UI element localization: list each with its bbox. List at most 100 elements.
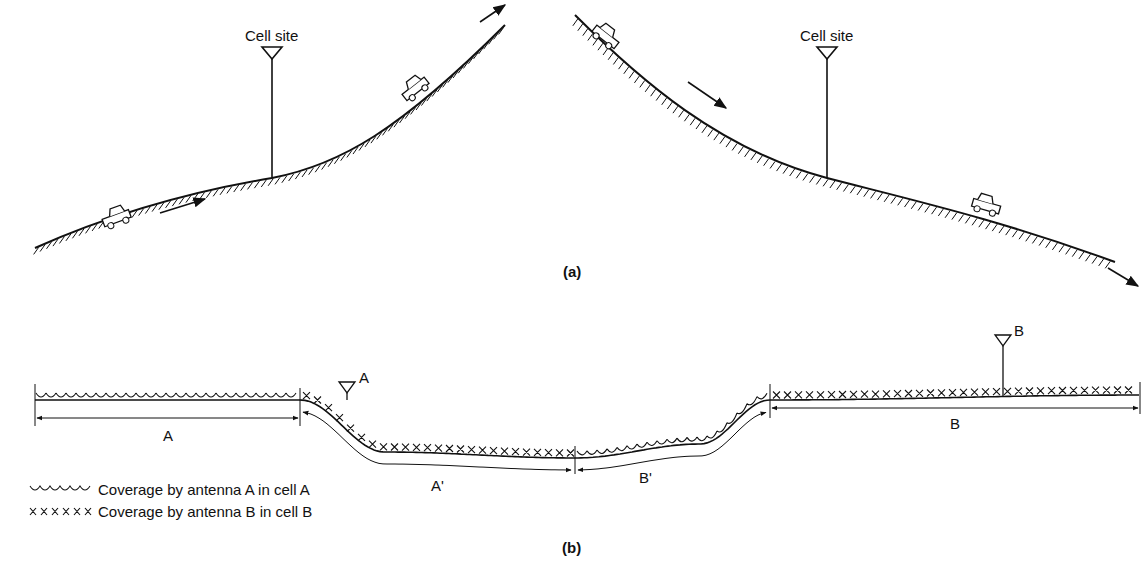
hatch-stroke	[421, 99, 426, 106]
hatch-stroke	[200, 192, 205, 199]
hatch-stroke	[282, 176, 287, 183]
hatch-stroke	[371, 136, 376, 143]
hatch-stroke	[918, 204, 923, 211]
hatch-stroke	[1072, 250, 1077, 257]
hatch-stroke	[432, 90, 437, 97]
hatch-stroke	[254, 181, 259, 188]
hatch-stroke	[745, 150, 750, 157]
hatch-stroke	[179, 197, 184, 204]
hatch-stroke	[453, 71, 458, 78]
hatch-stroke	[388, 124, 393, 131]
hatch-stroke	[334, 157, 339, 164]
hatch-stroke	[608, 53, 613, 60]
hatch-stroke	[186, 196, 191, 203]
hatch-stroke	[484, 42, 489, 49]
hatch-stroke	[1026, 234, 1031, 241]
hatch-stroke	[656, 94, 661, 101]
hatch-stroke	[790, 169, 795, 176]
hatch-stroke	[1052, 243, 1057, 250]
hatch-stroke	[328, 160, 333, 167]
figure-label: (b)	[562, 539, 581, 557]
hatch-stroke	[152, 205, 157, 212]
hatch-stroke	[816, 177, 821, 184]
hatch-stroke	[416, 103, 421, 110]
hatch-stroke	[322, 163, 327, 170]
hatch-stroke	[34, 247, 39, 254]
hatch-stroke	[494, 32, 499, 39]
hatch-stroke	[796, 171, 801, 178]
hatch-stroke	[891, 197, 896, 204]
hatch-stroke	[479, 47, 484, 54]
hatch-stroke	[289, 174, 294, 181]
hatch-stroke	[777, 164, 782, 171]
hatch-stroke	[92, 224, 97, 231]
hatch-stroke	[667, 102, 672, 109]
hatch-stroke	[850, 186, 855, 193]
hatch-stroke	[72, 231, 77, 238]
hatch-stroke	[1085, 254, 1090, 261]
hatch-stroke	[359, 144, 364, 151]
site-label: Cell site	[800, 27, 853, 45]
hatch-stroke	[986, 222, 991, 229]
hatch-stroke	[411, 107, 416, 114]
coverage-wave	[577, 393, 767, 455]
coverage-cross	[303, 392, 574, 456]
hatch-stroke	[673, 106, 678, 113]
hatch-stroke	[1105, 261, 1110, 268]
hatch-stroke	[86, 226, 91, 233]
hatch-stroke	[764, 159, 769, 166]
hatch-stroke	[347, 150, 352, 157]
hatch-stroke	[578, 24, 583, 31]
hatch-stroke	[227, 186, 232, 193]
hatch-stroke	[394, 120, 399, 127]
hatch-stroke	[992, 224, 997, 231]
hatch-stroke	[268, 179, 273, 186]
figure-label: (a)	[563, 263, 581, 281]
legend-sample	[30, 486, 91, 515]
hatch-stroke	[458, 66, 463, 73]
hatch-stroke	[1092, 257, 1097, 264]
hatch-stroke	[965, 216, 970, 223]
hatch-stroke	[925, 205, 930, 212]
hatch-stroke	[645, 85, 650, 92]
hatch-stroke	[830, 181, 835, 188]
hatch-stroke	[634, 76, 639, 83]
hatch-stroke	[702, 126, 707, 133]
hatch-stroke	[1099, 259, 1104, 266]
legend-text: Coverage by antenna A in cell A	[98, 481, 310, 499]
hatch-stroke	[220, 188, 225, 195]
hatch-stroke	[377, 132, 382, 139]
hatch-stroke	[884, 195, 889, 202]
hatch-stroke	[972, 218, 977, 225]
hatch-stroke	[938, 209, 943, 216]
hatch-stroke	[166, 201, 171, 208]
hatch-stroke	[593, 38, 598, 45]
hatch-stroke	[662, 98, 667, 105]
car	[100, 20, 1003, 231]
antenna-label: A	[359, 369, 369, 387]
hatch-stroke	[193, 194, 198, 201]
hatch-stroke	[1059, 245, 1064, 252]
hatch-stroke	[651, 89, 656, 96]
hatch-stroke	[690, 118, 695, 125]
hatch-stroke	[79, 229, 84, 236]
hatch-stroke	[871, 191, 876, 198]
hatch-stroke	[53, 239, 58, 246]
terrain-profile	[35, 395, 1139, 458]
hatch-stroke	[738, 147, 743, 154]
hatch-stroke	[295, 172, 300, 179]
hatch-stroke	[145, 207, 150, 214]
hatch-stroke	[132, 211, 137, 218]
hatch-stroke	[932, 207, 937, 214]
hatch-stroke	[837, 183, 842, 190]
hatch-stroke	[999, 226, 1004, 233]
hatch-stroke	[365, 140, 370, 147]
hatch-stroke	[261, 180, 266, 187]
coverage-label: A	[161, 427, 175, 445]
hatch-stroke	[810, 176, 815, 183]
hatch-stroke	[1012, 230, 1017, 237]
hatch-stroke	[732, 143, 737, 150]
hatch-stroke	[341, 154, 346, 161]
hatch-stroke	[864, 190, 869, 197]
hatch-stroke	[598, 43, 603, 50]
